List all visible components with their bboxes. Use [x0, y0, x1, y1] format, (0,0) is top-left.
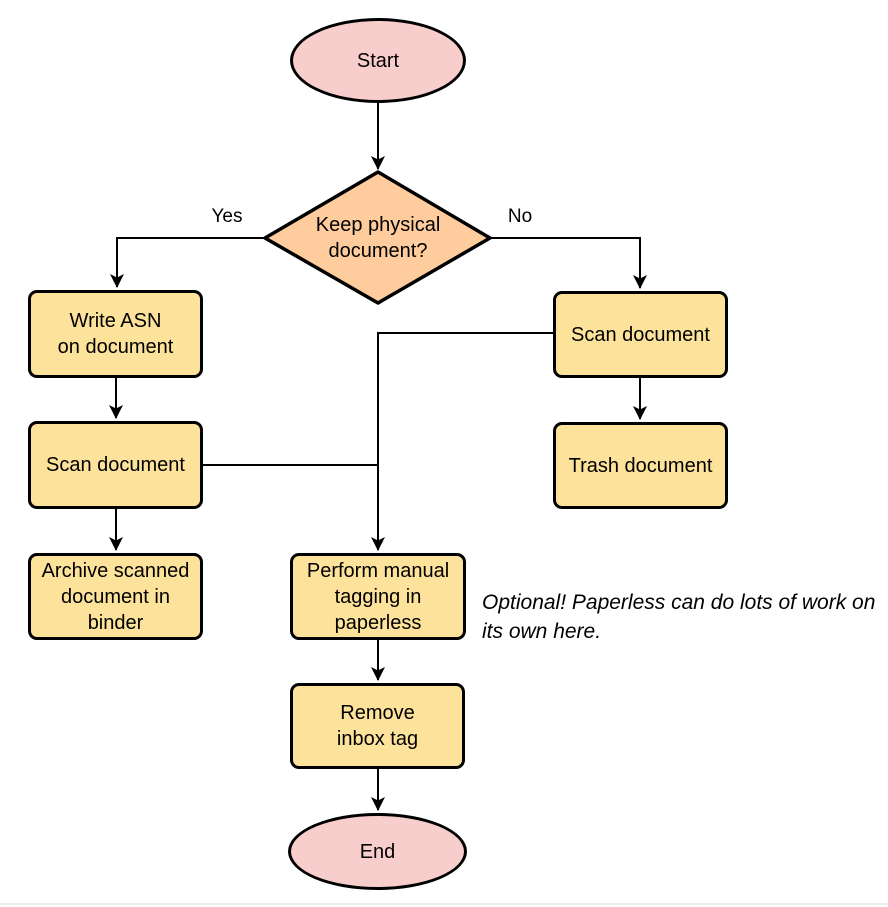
node-start: Start [290, 18, 466, 103]
node-archive-binder: Archive scanned document in binder [28, 553, 203, 640]
node-remove-inbox-tag: Remove inbox tag [290, 683, 465, 769]
node-scan-document-left-label: Scan document [46, 454, 185, 476]
edge-label-no: No [507, 206, 533, 227]
edge-scan-right-to-tagging [371, 332, 553, 551]
node-decision-label: Keep physical document? [315, 214, 441, 262]
node-manual-tagging-label: Perform manual tagging in paperless [306, 559, 450, 634]
bottom-divider [0, 903, 888, 905]
node-write-asn: Write ASN on document [28, 290, 203, 378]
node-trash-document-label: Trash document [568, 454, 713, 477]
edge-decision-to-write-asn [110, 237, 265, 288]
node-decision-shape [263, 170, 492, 305]
edge-decision-to-scan-right [490, 237, 647, 289]
node-remove-inbox-tag-label: Remove inbox tag [336, 702, 419, 750]
edge-label-yes: Yes [211, 206, 243, 227]
node-scan-document-right: Scan document [553, 291, 728, 378]
node-trash-document: Trash document [553, 422, 728, 509]
node-end-label: End [359, 840, 396, 863]
node-manual-tagging: Perform manual tagging in paperless [290, 553, 466, 640]
node-end: End [288, 813, 467, 890]
node-start-label: Start [356, 49, 400, 72]
node-write-asn-label: Write ASN on document [57, 310, 174, 358]
annotation-note: Optional! Paperless can do lots of work … [482, 591, 876, 643]
node-scan-document-right-label: Scan document [571, 323, 710, 346]
node-archive-binder-label: Archive scanned document in binder [41, 559, 190, 634]
node-scan-document-left: Scan document [28, 421, 203, 509]
